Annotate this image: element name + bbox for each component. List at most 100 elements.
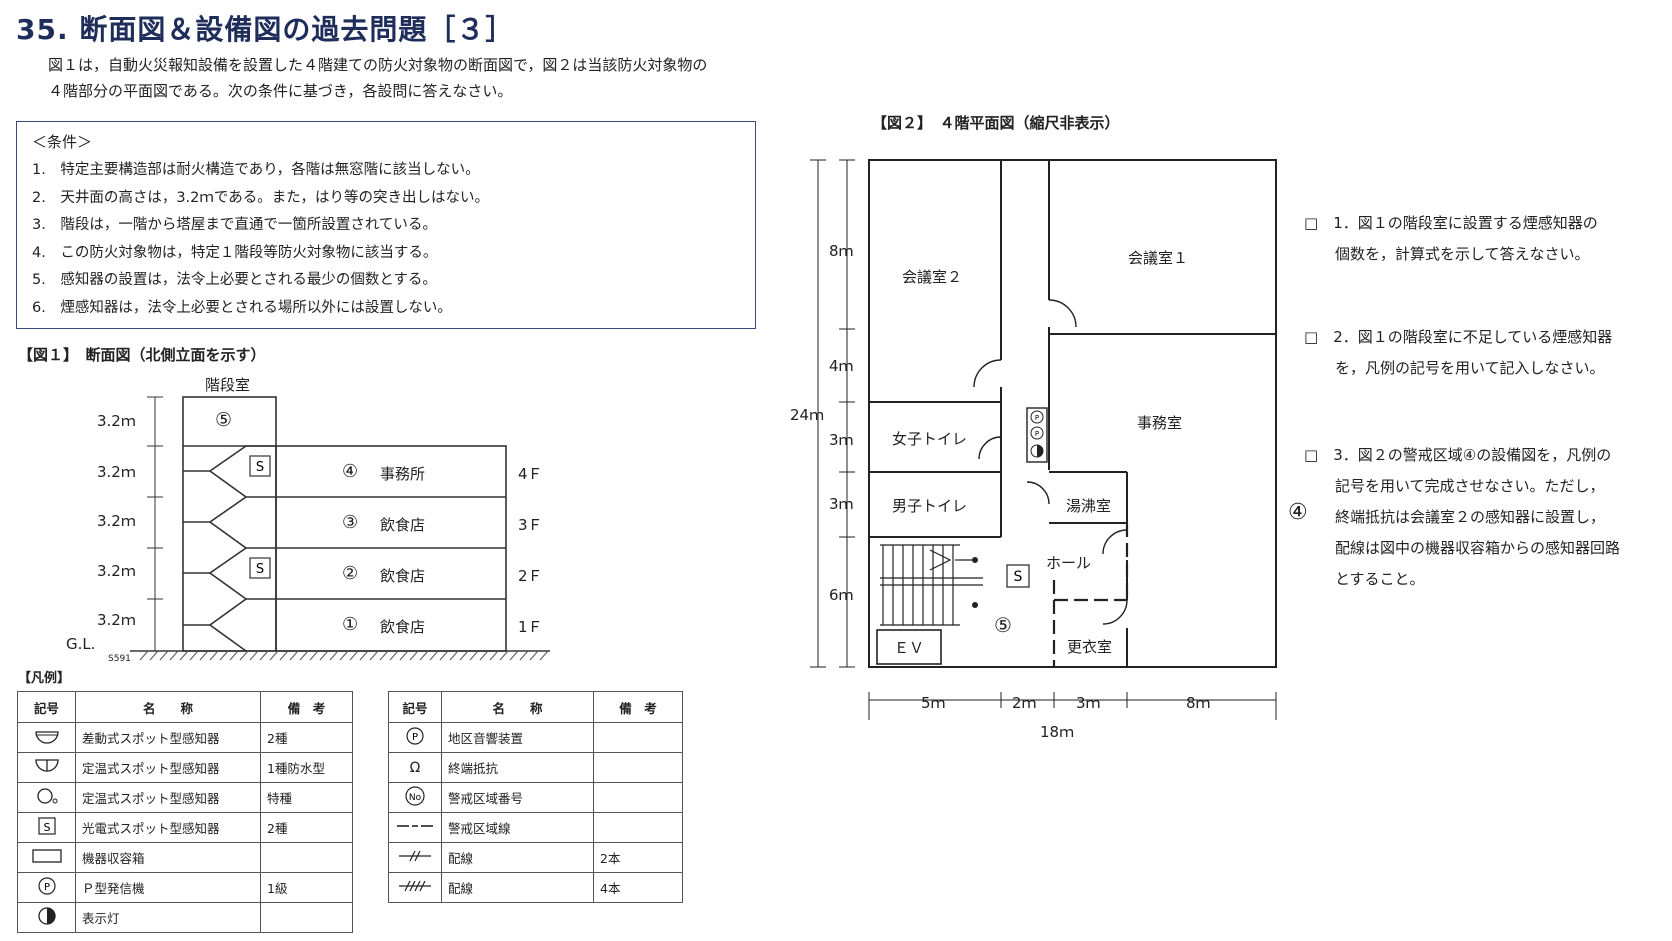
- legend-title: 【凡例】: [18, 671, 71, 686]
- zone-line-icon: [397, 824, 433, 827]
- question-checkbox[interactable]: □: [1304, 446, 1319, 464]
- legend-row: 警戒区域線: [388, 812, 683, 843]
- hall-smoke-detector: [1006, 564, 1030, 588]
- fig1-penthouse-number: ⑤: [215, 409, 233, 431]
- question-checkbox[interactable]: □: [1304, 328, 1319, 346]
- svg-text:No: No: [409, 793, 422, 803]
- svg-text:P: P: [412, 732, 418, 743]
- fig1-height: 3.2ｍ: [97, 562, 136, 580]
- indicator-lamp-icon: [37, 906, 56, 925]
- area-bell-icon: P: [406, 726, 424, 745]
- p-transmitter-mark: [1030, 410, 1044, 424]
- plan-dim-total-v: 24ｍ: [790, 406, 825, 424]
- zone-number-icon: No: [405, 785, 425, 806]
- legend-header: 名 称: [75, 691, 261, 723]
- room-ev: ＥＶ: [894, 639, 925, 657]
- wiring-2-icon: [399, 850, 431, 861]
- svg-text:S: S: [1014, 569, 1023, 585]
- fig1-code: S591: [108, 654, 131, 664]
- zone-number-4: ④: [1288, 500, 1308, 525]
- intro-line-1: 図１は，自動火災報知設備を設置した４階建ての防火対象物の断面図で，図２は当該防火…: [48, 56, 708, 74]
- room-office: 事務室: [1137, 414, 1183, 432]
- room-kitchen: 湯沸室: [1066, 497, 1112, 515]
- legend-row: No 警戒区域番号: [388, 782, 683, 813]
- question-2: □ 2．図１の階段室に不足している煙感知器 を，凡例の記号を用いて記入しなさい。: [1304, 328, 1613, 377]
- fig1-title: 【図１】 断面図（北側立面を示す）: [18, 346, 266, 364]
- svg-text:S: S: [43, 821, 50, 834]
- p-transmitter-icon: P: [37, 876, 56, 895]
- fig1-height: 3.2ｍ: [97, 412, 136, 430]
- fig1-height: 3.2ｍ: [97, 512, 136, 530]
- stair-drawing: [880, 544, 983, 626]
- svg-text:P: P: [1035, 430, 1039, 438]
- fig2-title: 【図２】 ４階平面図（縮尺非表示）: [872, 114, 1120, 132]
- room-conf2: 会議室２: [902, 268, 963, 286]
- photo-smoke-icon: S: [37, 816, 56, 835]
- svg-text:P: P: [1035, 414, 1039, 422]
- room-hall: ホール: [1046, 554, 1092, 572]
- plan-dim-v: 3ｍ: [829, 495, 854, 513]
- condition-item: 6. 煙感知器は，法令上必要とされる場所以外には設置しない。: [32, 300, 452, 316]
- floor-number: ④: [342, 461, 359, 482]
- floor-use: 飲食店: [380, 618, 426, 636]
- legend-row: 表示灯: [17, 902, 353, 933]
- fig1-stair-label: 階段室: [205, 376, 251, 394]
- floor-label: 4Ｆ: [518, 465, 543, 483]
- plan-dim-h: 3ｍ: [1076, 694, 1101, 712]
- plan-dim-h: 5ｍ: [921, 694, 946, 712]
- conditions-heading: ＜条件＞: [32, 133, 93, 151]
- fig2-floor-plan: P P S: [810, 159, 1277, 720]
- legend-row: Ω 終端抵抗: [388, 752, 683, 783]
- floor-use: 飲食店: [380, 567, 426, 585]
- wiring-dot: [972, 557, 978, 563]
- fig1-ground-level: G.L.: [66, 635, 96, 653]
- condition-item: 2. 天井面の高さは，3.2ｍである。また，はり等の突き出しはない。: [32, 190, 489, 206]
- fig1-height: 3.2ｍ: [97, 611, 136, 629]
- question-3: □ 3．図２の警戒区域④の設備図を，凡例の 記号を用いて完成させなさい。ただし，…: [1304, 446, 1621, 588]
- smoke-detector-4f-label: S: [256, 460, 264, 475]
- diff-spot-icon: [34, 730, 59, 744]
- question-1: □ 1．図１の階段室に設置する煙感知器の 個数を，計算式を示して答えなさい。: [1304, 214, 1598, 263]
- room-men: 男子トイレ: [892, 497, 968, 515]
- plan-dim-v: 8ｍ: [829, 242, 854, 260]
- floor-use: 事務所: [380, 465, 426, 483]
- legend-header: 記号: [17, 691, 76, 723]
- plan-dim-h: 8ｍ: [1186, 694, 1211, 712]
- plan-dim-h: 2ｍ: [1012, 694, 1037, 712]
- plan-dim-v: 6ｍ: [829, 586, 854, 604]
- fig1-height: 3.2ｍ: [97, 463, 136, 481]
- equipment-box-icon: [31, 848, 62, 863]
- condition-item: 3. 階段は，一階から塔屋まで直通で一箇所設置されている。: [32, 217, 437, 233]
- plan-dim-v: 3ｍ: [829, 431, 854, 449]
- fixed-temp-special-icon: [36, 787, 57, 804]
- floor-label: 1Ｆ: [518, 618, 543, 636]
- plan-dim-total-h: 18ｍ: [1040, 723, 1075, 741]
- condition-item: 4. この防火対象物は，特定１階段等防火対象物に該当する。: [32, 245, 438, 261]
- smoke-detector-2f: [249, 557, 271, 579]
- legend-table-right: 記号 名 称 備 考 P 地区音響装置 Ω 終端抵抗 No 警戒区域番号 警戒区…: [388, 691, 683, 903]
- floor-use: 飲食店: [380, 516, 426, 534]
- room-women: 女子トイレ: [892, 430, 968, 448]
- legend-header: 備 考: [260, 691, 353, 723]
- condition-item: 5. 感知器の設置は，法令上必要とされる最少の個数とする。: [32, 272, 437, 288]
- floor-label: 2Ｆ: [518, 567, 543, 585]
- legend-header: 名 称: [441, 691, 594, 723]
- area-bell-mark: [1030, 426, 1044, 440]
- stair-zone-number: ⑤: [994, 613, 1012, 637]
- floor-number: ①: [342, 614, 359, 635]
- page-title: 35. 断面図＆設備図の過去問題［３］: [16, 13, 515, 46]
- plan-dim-v: 4ｍ: [829, 357, 854, 375]
- fig1-section-drawing: S S: [130, 396, 550, 661]
- question-checkbox[interactable]: □: [1304, 214, 1319, 232]
- intro-line-2: ４階部分の平面図である。次の条件に基づき，各設問に答えなさい。: [48, 82, 513, 100]
- wiring-dot: [972, 602, 978, 608]
- legend-row: 定温式スポット型感知器特種: [17, 782, 353, 813]
- condition-item: 1. 特定主要構造部は耐火構造であり，各階は無窓階に該当しない。: [32, 162, 480, 178]
